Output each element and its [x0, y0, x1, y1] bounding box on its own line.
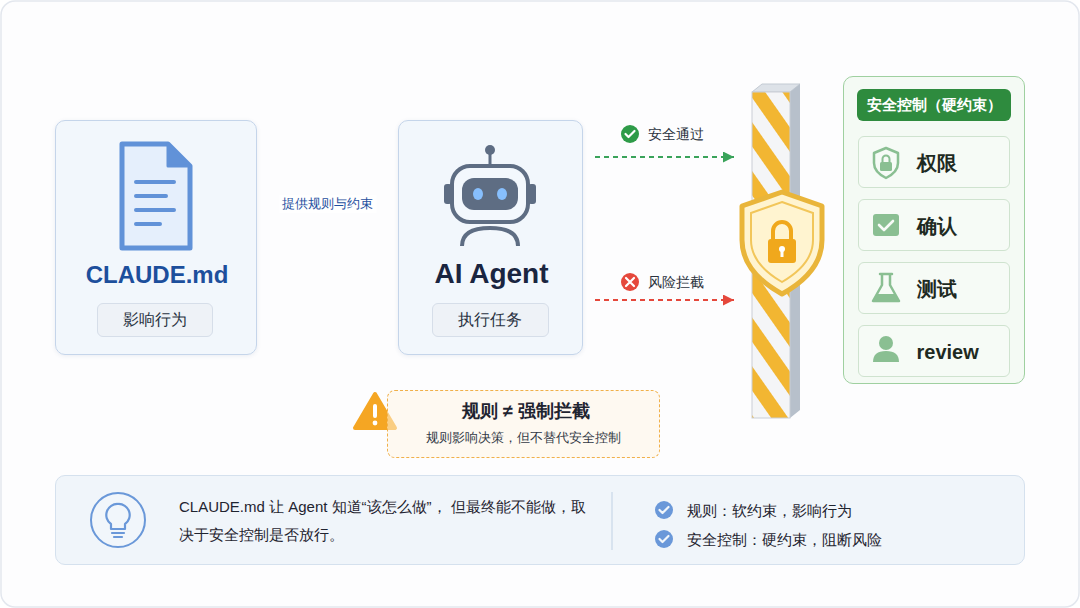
agent-card: AI Agent 执行任务 [398, 120, 583, 355]
pass-arrow [595, 125, 734, 157]
warning-icon [373, 421, 378, 426]
block-arrow [626, 278, 634, 286]
pill-text: 执行任务 [433, 304, 548, 336]
edge-label: 提供规则与约束 [279, 195, 376, 213]
pass-label: 安全通过 [648, 124, 704, 144]
role-pill: 执行任务 [432, 303, 549, 337]
rule-point: 规则：软约束，影响行为 [687, 499, 987, 523]
pass-arrow [595, 156, 734, 158]
source-card: CLAUDE.md 影响行为 [55, 120, 257, 355]
warning-icon [373, 404, 377, 418]
control-name: 确认 [917, 200, 1007, 252]
control-panel: 安全控制（硬约束） 权限确认测试 review [843, 76, 1025, 384]
block-label: 风险拦截 [648, 272, 704, 292]
pass-arrow [621, 125, 639, 143]
block-arrow [595, 299, 734, 301]
control-item: 确认 [858, 199, 1010, 251]
lock-shield [742, 192, 822, 294]
control-name: 测试 [917, 263, 1007, 315]
lock-shield [742, 192, 822, 294]
panel-heading: 安全控制（硬约束） [857, 89, 1011, 121]
lock-shield [751, 202, 813, 282]
pill-text: 影响行为 [98, 304, 212, 336]
warning-note: 规则 ≠ 强制拦截规则影响决策，但不替代安全控制 [387, 390, 660, 458]
warning-body: 规则影响决策，但不替代安全控制 [394, 428, 652, 448]
block-arrow [621, 273, 639, 291]
lock-shield [768, 239, 796, 263]
control-item: 测试 [858, 262, 1010, 314]
control-item: review [858, 325, 1010, 377]
pass-arrow [626, 131, 635, 137]
lock-shield [773, 222, 791, 240]
warning-title: 规则 ≠ 强制拦截 [408, 398, 644, 424]
summary-text: CLAUDE.md 让 Agent 知道“该怎么做”， 但最终能不能做，取决于安… [179, 493, 589, 549]
control-name: review [917, 326, 1007, 378]
card-title: AI Agent [399, 254, 584, 294]
role-pill: 影响行为 [97, 303, 213, 337]
control-name: 权限 [917, 137, 1007, 189]
lock-shield [781, 250, 784, 257]
card-title: CLAUDE.md [56, 257, 258, 293]
rule-point: 安全控制：硬约束，阻断风险 [687, 528, 987, 552]
control-item: 权限 [858, 136, 1010, 188]
block-arrow [595, 273, 734, 300]
summary-bar: CLAUDE.md 让 Agent 知道“该怎么做”， 但最终能不能做，取决于安… [55, 475, 1025, 565]
